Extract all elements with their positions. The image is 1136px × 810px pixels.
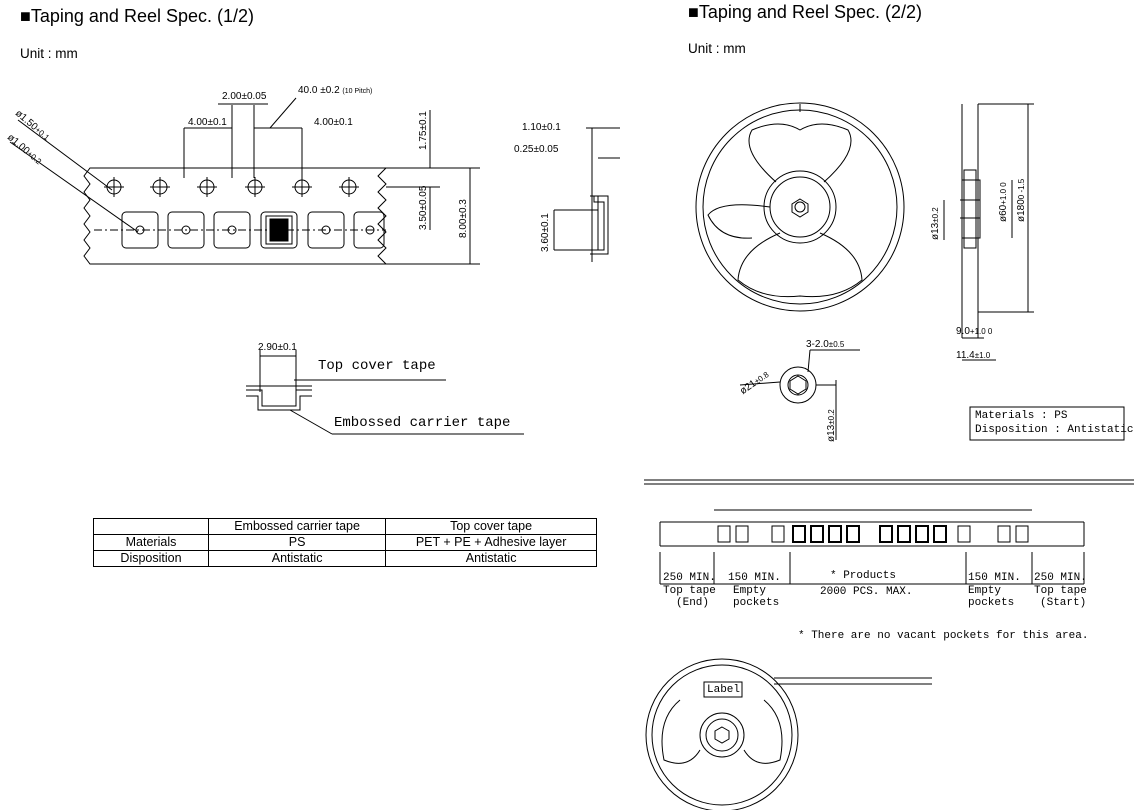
reel-front-view xyxy=(695,102,905,312)
tape-side-view xyxy=(553,127,620,262)
page2-unit: Unit : mm xyxy=(688,41,746,56)
dim-pitch-hole: 2.00±0.05 xyxy=(222,91,267,102)
dim-pitch-right: 4.00±0.1 xyxy=(314,117,353,128)
seg5-desc: Top tape xyxy=(1034,585,1087,597)
dim-pitch-left: 4.00±0.1 xyxy=(188,117,227,128)
seg1-len: 250 MIN. xyxy=(663,572,716,584)
dim-reel180: ø1800 -1.5 xyxy=(1016,178,1027,222)
sprocket-holes xyxy=(104,177,359,197)
hub-detail xyxy=(739,349,1125,441)
table-cell: Antistatic xyxy=(207,550,387,567)
cross-section xyxy=(246,350,524,435)
dim-edge: 1.75±0.1 xyxy=(418,111,429,150)
table-cell: Materials xyxy=(93,534,209,551)
dim-hub60: ø60+1.0 0 xyxy=(998,182,1009,222)
seg5-desc2: (Start) xyxy=(1040,597,1087,609)
dim-cover: 0.25±0.05 xyxy=(514,144,559,155)
seg3-len: * Products xyxy=(830,570,897,582)
table-header-cell: Embossed carrier tape xyxy=(207,518,387,535)
table-cell: Disposition xyxy=(93,550,209,567)
vacant-note: * There are no vacant pockets for this a… xyxy=(798,630,1089,642)
seg4-desc: Empty xyxy=(968,585,1002,597)
table-cell: Antistatic xyxy=(385,550,597,567)
dim-hub13b: ø13±0.2 xyxy=(826,409,837,442)
reel-side-view xyxy=(943,103,1034,361)
table-cell: PS xyxy=(207,534,387,551)
dim-pitch10: 40.0 ±0.2 (10 Pitch) xyxy=(298,85,373,96)
table-row: Disposition Antistatic Antistatic xyxy=(93,550,597,567)
dim-depth: 3.60±0.1 xyxy=(540,213,551,252)
table-header-row: Embossed carrier tape Top cover tape xyxy=(93,518,597,535)
dim-slot: 3-2.0±0.5 xyxy=(806,339,845,350)
dim-thick: 1.10±0.1 xyxy=(522,122,561,133)
dim-width: 8.00±0.3 xyxy=(458,199,469,238)
page1-title: ■Taping and Reel Spec. (1/2) xyxy=(20,6,255,26)
dim-pocket-width: 2.90±0.1 xyxy=(258,342,297,353)
materials-table: Embossed carrier tape Top cover tape Mat… xyxy=(93,518,597,567)
seg1-desc2: (End) xyxy=(676,597,710,609)
seg5-len: 250 MIN. xyxy=(1034,572,1087,584)
seg2-len: 150 MIN. xyxy=(728,572,781,584)
tape-top-view xyxy=(9,97,480,265)
leader-tape xyxy=(659,509,1085,585)
page2-title: ■Taping and Reel Spec. (2/2) xyxy=(688,2,923,22)
reel-label-view xyxy=(645,658,932,810)
dim-center: 3.50±0.05 xyxy=(418,185,429,230)
page1-unit: Unit : mm xyxy=(20,46,78,61)
seg2-desc2: pockets xyxy=(733,597,780,609)
reel-label: Label xyxy=(707,684,741,696)
dim-width9: 9.0+1.0 0 xyxy=(956,326,993,337)
seg1-desc: Top tape xyxy=(663,585,716,597)
seg2-desc: Empty xyxy=(733,585,767,597)
dim-hub13: ø13±0.2 xyxy=(930,207,941,240)
seg4-len: 150 MIN. xyxy=(968,572,1021,584)
seg4-desc2: pockets xyxy=(968,597,1015,609)
label-carrier-tape: Embossed carrier tape xyxy=(334,415,511,431)
label-top-cover: Top cover tape xyxy=(318,358,436,374)
table-header-cell xyxy=(93,518,209,535)
table-header-cell: Top cover tape xyxy=(385,518,597,535)
seg3-desc: 2000 PCS. MAX. xyxy=(820,586,913,598)
dim-width11: 11.4±1.0 xyxy=(956,350,991,361)
disposition-line: Disposition : Antistatic xyxy=(975,424,1134,436)
table-row: Materials PS PET + PE + Adhesive layer xyxy=(93,534,597,551)
table-cell: PET + PE + Adhesive layer xyxy=(385,534,597,551)
materials-line: Materials : PS xyxy=(975,410,1068,422)
